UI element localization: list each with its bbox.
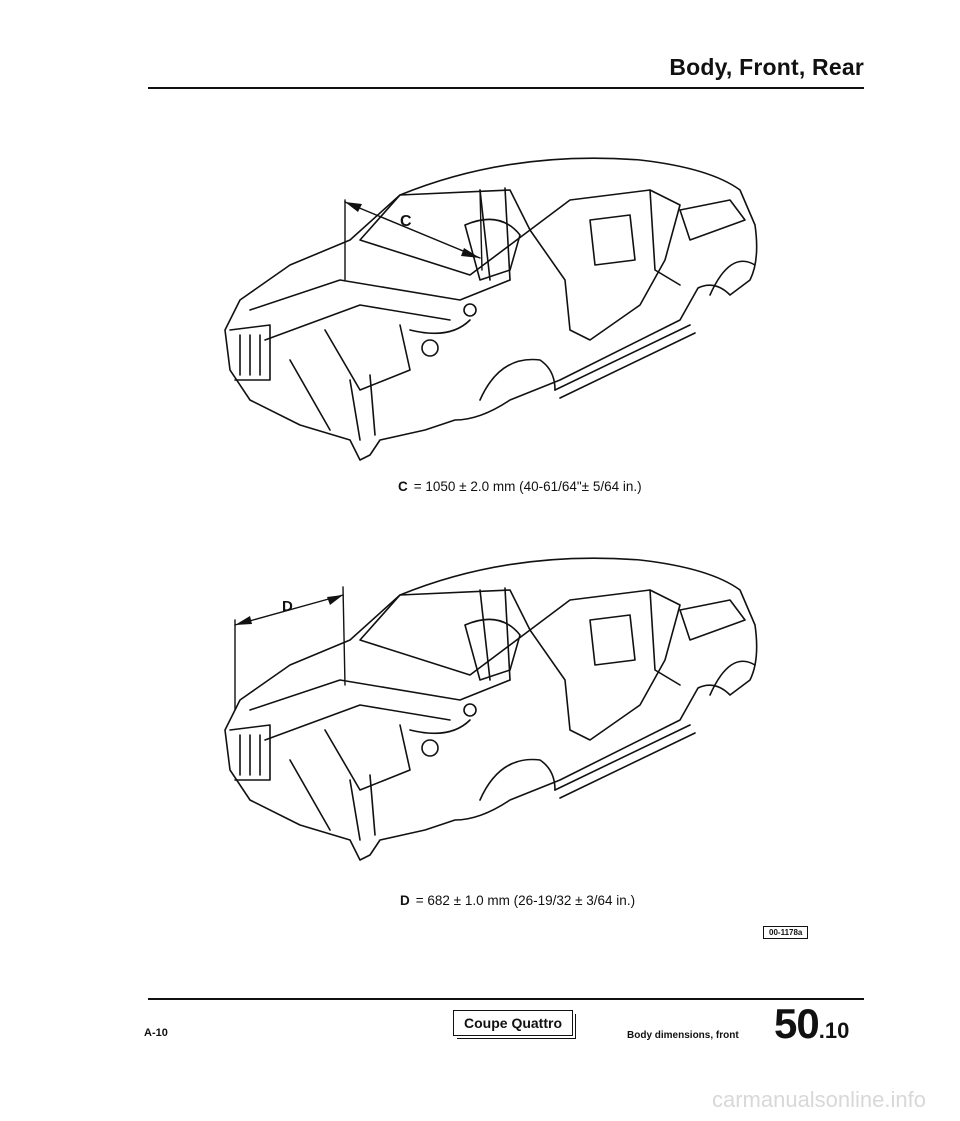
footer-rule (148, 998, 864, 1000)
car-body-shell-illustration: D (224, 557, 758, 861)
figure-reference-number: 00-1178a (763, 926, 809, 939)
caption-c: C = 1050 ± 2.0 mm (40-61/64"± 5/64 in.) (398, 479, 642, 494)
section-number-main: 50 (774, 1000, 820, 1047)
page-code: A-10 (144, 1027, 168, 1039)
caption-d-text: = 682 ± 1.0 mm (26-19/32 ± 3/64 in.) (415, 893, 636, 908)
dimension-c-label: C (400, 213, 412, 230)
model-badge: Coupe Quattro (453, 1010, 576, 1039)
section-number-sub: .10 (818, 1018, 850, 1043)
dimension-d-label: D (282, 598, 293, 615)
caption-c-text: = 1050 ± 2.0 mm (40-61/64"± 5/64 in.) (413, 479, 642, 494)
watermark: carmanualsonline.info (711, 1087, 926, 1112)
caption-d-var: D (400, 893, 410, 908)
caption-c-var: C (398, 479, 408, 494)
section-number: 50.10 (774, 1000, 849, 1048)
figure-body-dimension-c: C (210, 130, 770, 470)
caption-d: D = 682 ± 1.0 mm (26-19/32 ± 3/64 in.) (400, 893, 635, 908)
figure-body-dimension-d: D (210, 535, 770, 870)
car-body-shell-illustration: C (224, 157, 758, 461)
page-title: Body, Front, Rear (669, 54, 864, 80)
header-rule (148, 87, 864, 89)
section-description: Body dimensions, front (627, 1030, 739, 1041)
